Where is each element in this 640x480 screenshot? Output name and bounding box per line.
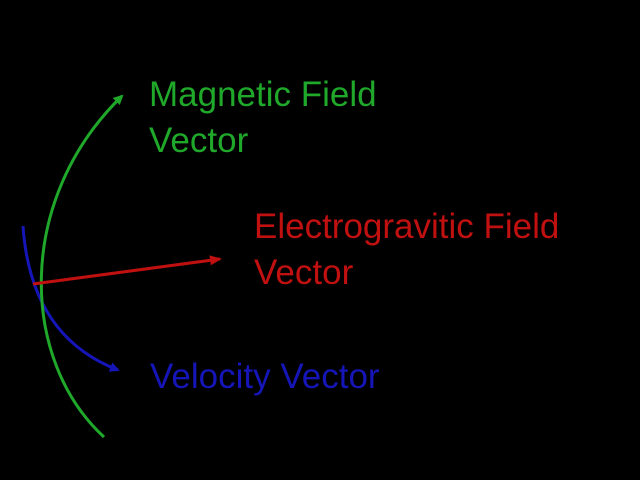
magnetic-field-label-line1: Magnetic Field bbox=[149, 75, 377, 114]
velocity-label-line1: Velocity Vector bbox=[150, 357, 380, 396]
velocity-vector-arrow bbox=[21, 225, 120, 372]
magnetic-field-vector-arrow bbox=[39, 94, 124, 439]
electrogravitic-field-label: Electrogravitic Field Vector bbox=[254, 204, 559, 296]
electrogravitic-field-label-line2: Vector bbox=[254, 253, 354, 292]
electrogravitic-field-label-line1: Electrogravitic Field bbox=[254, 207, 560, 246]
magnetic-field-label: Magnetic Field Vector bbox=[149, 72, 377, 164]
magnetic-field-label-line2: Vector bbox=[149, 121, 249, 160]
electrogravitic-field-vector-arrow bbox=[32, 255, 222, 286]
velocity-label: Velocity Vector bbox=[150, 354, 380, 400]
